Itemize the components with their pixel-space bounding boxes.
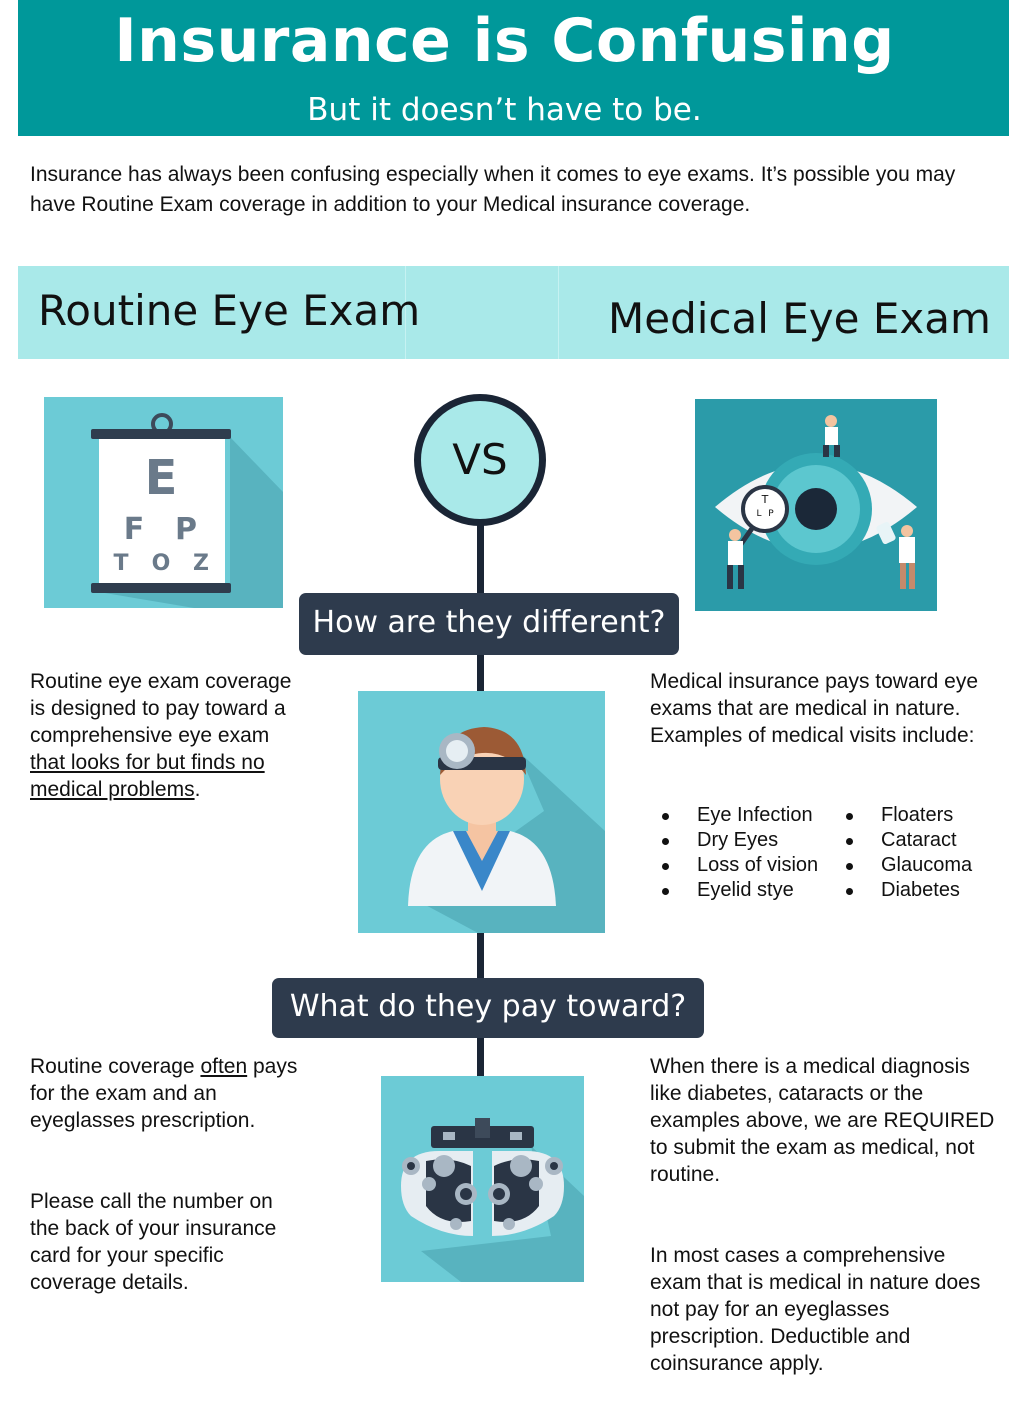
list-item: Cataract [835, 828, 1005, 853]
chart-letter: O [152, 551, 171, 576]
list-item: Eyelid stye [651, 878, 841, 903]
doctor-icon [358, 691, 605, 933]
list-item: Loss of vision [651, 853, 841, 878]
different-heading: How are they different? [299, 593, 679, 655]
medical-eye-icon: T L P [695, 399, 937, 611]
magnifier-letter: L [756, 509, 761, 519]
connector-line [477, 1036, 484, 1076]
list-item: Floaters [835, 803, 1005, 828]
magnifier-letter: T [761, 493, 769, 506]
routine-description: Routine eye exam coverage is designed to… [30, 670, 292, 801]
connector-line [477, 654, 484, 692]
medical-examples-list-left: Eye Infection Dry Eyes Loss of vision Ey… [651, 803, 841, 903]
connector-line [477, 932, 484, 980]
pay-toward-heading: What do they pay toward? [272, 978, 704, 1038]
chart-letter: T [113, 551, 128, 576]
routine-call-text: Please call the number on the back of yo… [30, 1190, 277, 1294]
medical-deductible-text: In most cases a comprehensive exam that … [650, 1244, 981, 1375]
medical-required-text: When there is a medical diagnosis like d… [650, 1055, 995, 1186]
chart-letter: P [175, 512, 197, 547]
vs-circle: VS [414, 394, 546, 526]
medical-description: Medical insurance pays toward eye exams … [650, 670, 979, 747]
routine-heading: Routine Eye Exam [38, 286, 421, 335]
eye-chart-icon: E F P T O Z [44, 397, 283, 608]
magnifier-letter: P [768, 509, 774, 519]
chart-letter: Z [193, 551, 209, 576]
chart-letter: E [145, 450, 178, 506]
comparison-band [18, 266, 1009, 359]
medical-heading: Medical Eye Exam [608, 294, 991, 343]
intro-paragraph: Insurance has always been confusing espe… [30, 163, 956, 216]
list-item: Dry Eyes [651, 828, 841, 853]
list-item: Glaucoma [835, 853, 1005, 878]
page-title: Insurance is Confusing [114, 6, 895, 76]
list-item: Eye Infection [651, 803, 841, 828]
chart-letter: F [124, 512, 145, 547]
connector-line [477, 510, 484, 595]
list-item: Diabetes [835, 878, 1005, 903]
header-banner [18, 0, 1009, 136]
page-subtitle: But it doesn’t have to be. [307, 92, 702, 128]
routine-coverage-text: Routine coverage often pays for the exam… [30, 1055, 298, 1132]
phoropter-icon [381, 1076, 584, 1282]
medical-examples-list-right: Floaters Cataract Glaucoma Diabetes [835, 803, 1005, 903]
